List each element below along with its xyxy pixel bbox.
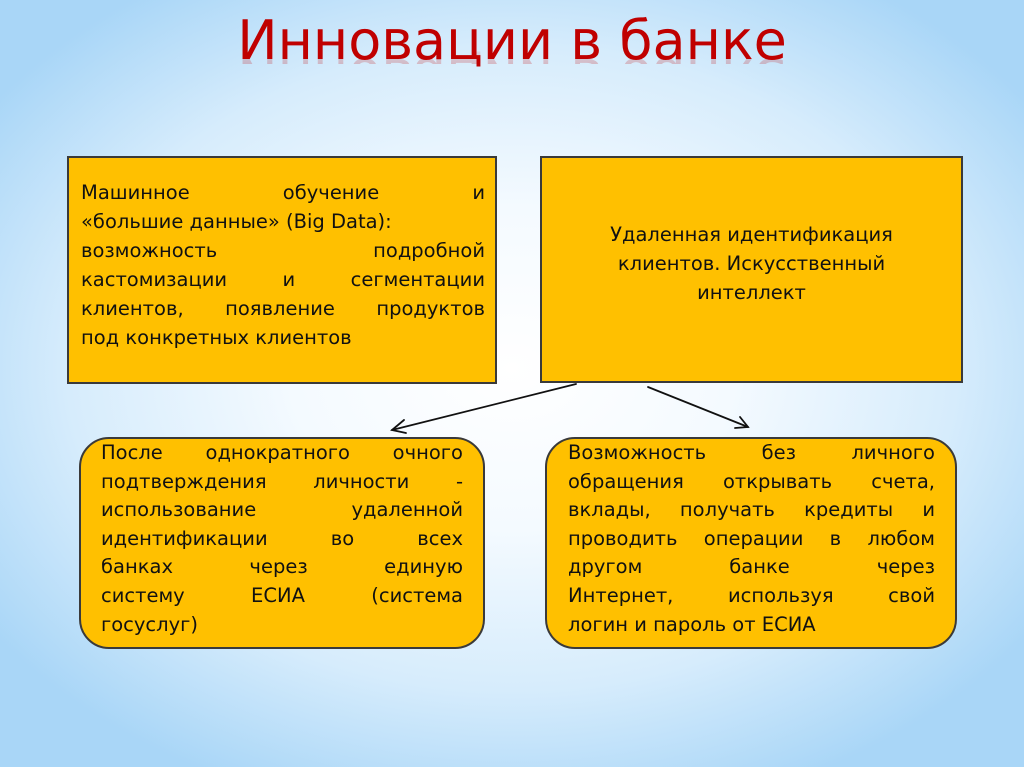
box-text-line: использование удаленной — [101, 498, 463, 522]
box-text-line: подтверждения личности - — [101, 469, 463, 493]
box-esia-identification: После однократного очного подтверждения … — [79, 437, 485, 649]
box-text-line: Удаленная идентификация — [610, 223, 893, 246]
box-text-line: возможность подробной — [81, 239, 485, 262]
box-text-line: клиентов. Искусственный — [617, 252, 886, 275]
box-text-line: Машинное обучение и — [81, 181, 485, 204]
box-text-line: систему ЕСИА (система — [101, 583, 463, 607]
box-text-line: банках через единую — [101, 555, 463, 579]
box-text-line: «большие данные» (Big Data): — [81, 210, 392, 233]
box-remote-identification-ai: Удаленная идентификация клиентов. Искусс… — [540, 156, 963, 383]
box-text-line: госуслуг) — [101, 612, 199, 636]
arrow-left-icon — [390, 383, 577, 434]
box-text-line: под конкретных клиентов — [81, 326, 352, 349]
box-text-line: проводить операции в любом — [568, 526, 935, 550]
box-text-line: обращения открывать счета, — [568, 469, 935, 493]
box-text-line: Возможность без личного — [568, 441, 935, 464]
box-remote-banking-services: Возможность без личного обращения открыв… — [545, 437, 957, 649]
slide-title: Инновации в банке — [237, 9, 787, 72]
box-text-line: другом банке через — [568, 555, 935, 579]
box-text-line: идентификации во всех — [101, 526, 463, 550]
box-text: Удаленная идентификация клиентов. Искусс… — [610, 220, 893, 307]
box-text-line: клиентов, появление продуктов — [81, 297, 485, 320]
box-text-line: интеллект — [697, 281, 806, 304]
box-text-line: кастомизации и сегментации — [81, 268, 485, 291]
arrow-right-icon — [647, 386, 750, 429]
box-text-line: Интернет, используя свой — [568, 583, 935, 607]
box-machine-learning-big-data: Машинное обучение и «большие данные» (Bi… — [67, 156, 497, 384]
slide-title-reflection: Инновации в банке — [0, 42, 1024, 64]
box-text-line: логин и пароль от ЕСИА — [568, 612, 816, 636]
box-text-line: После однократного очного — [101, 441, 463, 464]
box-text-line: вклады, получать кредиты и — [568, 498, 935, 522]
